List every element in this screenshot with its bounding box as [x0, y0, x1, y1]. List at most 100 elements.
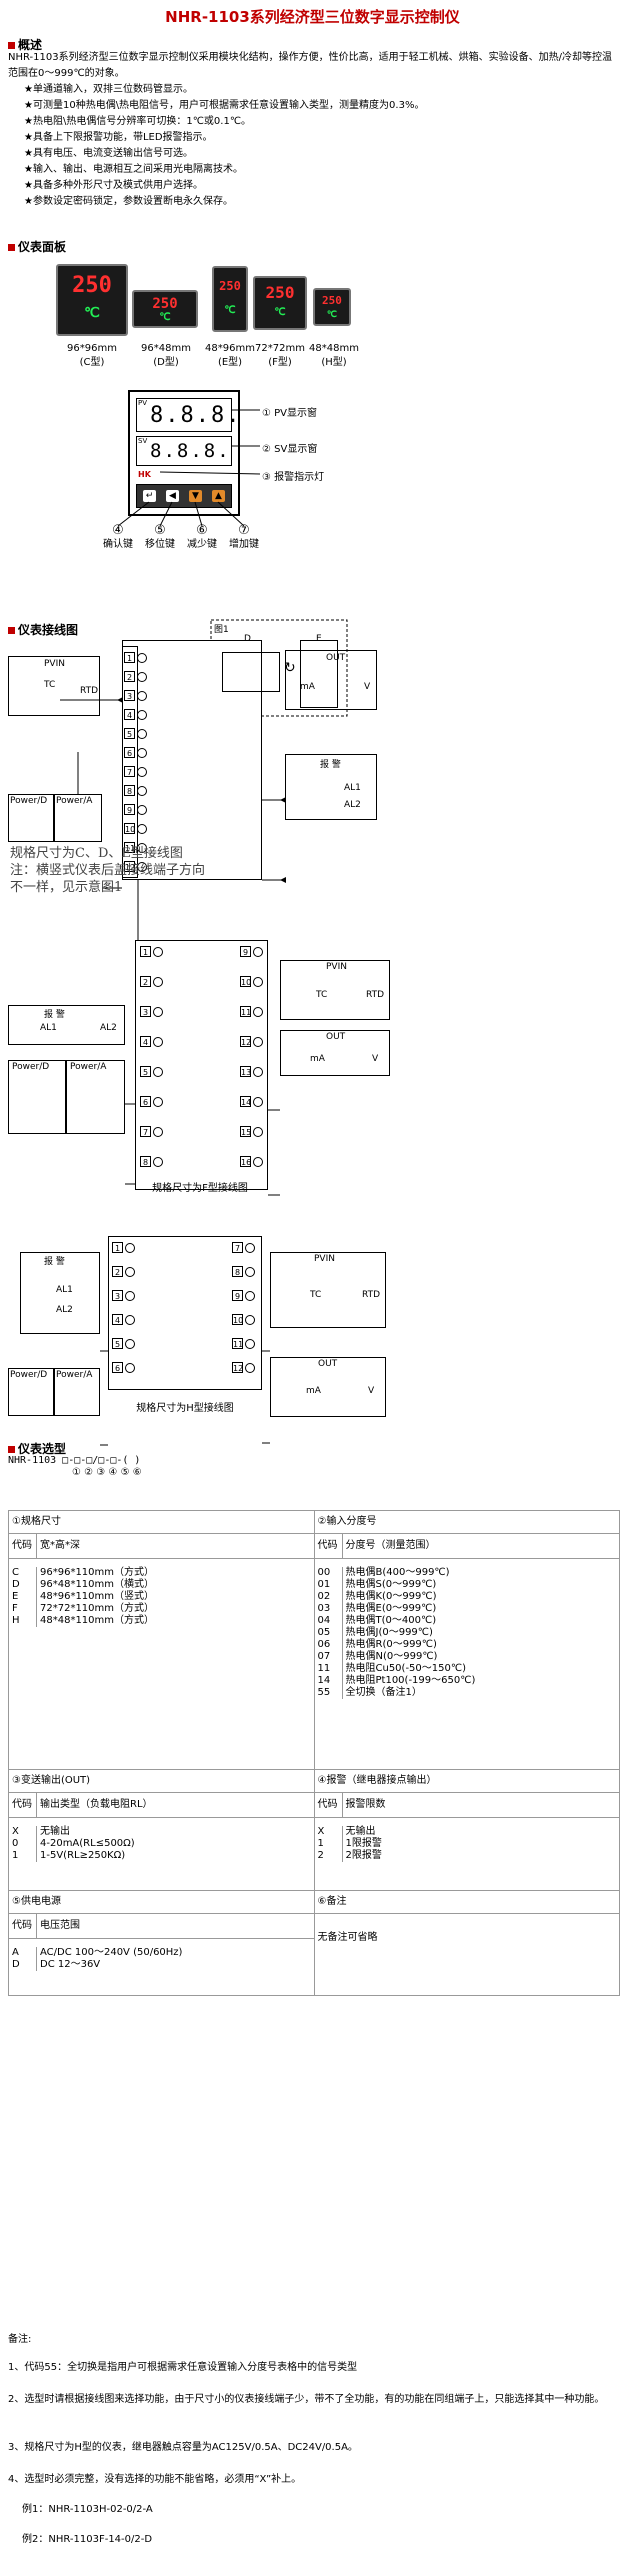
- terminal-screw-icon: [153, 1097, 163, 1107]
- list-item: 02: [317, 1591, 331, 1602]
- terminal-screw-icon: [245, 1363, 255, 1373]
- list-item: 48*96*110mm（竖式）: [40, 1591, 155, 1602]
- fig-e-label: E: [316, 634, 322, 644]
- terminal-number: 11: [124, 842, 136, 853]
- terminal-screw-icon: [153, 947, 163, 957]
- model-code: NHR-1103 □-□-□/□-□-( ): [8, 1455, 141, 1466]
- note-item: 4、选型时必须完整，没有选择的功能不能省略，必须用“X”补上。: [8, 2474, 302, 2485]
- terminal-screw-icon: [125, 1267, 135, 1277]
- terminal-number: 3: [124, 690, 135, 701]
- h-power-a-label: Power/A: [56, 1370, 93, 1380]
- terminal-number: 13: [240, 1066, 252, 1077]
- terminal-number: 11: [240, 1006, 252, 1017]
- rtd-label: RTD: [80, 686, 99, 696]
- terminal-number: 12: [124, 861, 136, 872]
- list-item: 热电偶J(0～999℃): [345, 1627, 433, 1638]
- list-item: C: [12, 1567, 19, 1578]
- decrease-key-icon[interactable]: ▼: [189, 490, 202, 502]
- h-pvin-label: PVIN: [314, 1254, 335, 1264]
- f-pvin-label: PVIN: [326, 962, 347, 972]
- terminal-screw-icon: [137, 824, 147, 834]
- cell-head: ③变送输出(OUT): [9, 1770, 314, 1793]
- sv-unit: ℃: [84, 305, 100, 322]
- terminal-screw-icon: [137, 748, 147, 758]
- f-ma-label: mA: [310, 1054, 325, 1064]
- feature-item: ★单通道输入，双排三位数码管显示。: [24, 84, 193, 95]
- h-power-d-label: Power/D: [10, 1370, 48, 1380]
- terminal-number: 4: [140, 1036, 151, 1047]
- sv-tag: SV: [138, 437, 148, 445]
- terminal-screw-icon: [153, 1007, 163, 1017]
- spec-cell-remark: ⑥备注 无备注可省略: [313, 1890, 620, 1996]
- terminal-screw-icon: [253, 1157, 263, 1167]
- list-item: DC 12～36V: [40, 1959, 101, 1970]
- rotate-arrow-icon: ↻: [284, 660, 296, 676]
- terminal-number: 5: [124, 728, 135, 739]
- list-item: 55: [317, 1687, 331, 1698]
- terminal-screw-icon: [245, 1267, 255, 1277]
- h-alarm-box: [20, 1252, 100, 1334]
- fig1-label: 图1: [214, 625, 229, 635]
- terminal-screw-icon: [125, 1291, 135, 1301]
- section-bullet-icon: [8, 627, 15, 634]
- terminal-screw-icon: [153, 1157, 163, 1167]
- h-al2-label: AL2: [56, 1305, 73, 1315]
- cell-head: ⑥备注: [314, 1891, 619, 1914]
- terminal-number: 6: [112, 1362, 123, 1373]
- alarm-led-callout: ③ 报警指示灯: [262, 472, 325, 483]
- selection-heading: 仪表选型: [8, 1440, 66, 1457]
- power-a-label: Power/A: [56, 796, 93, 806]
- alarm-label: 报 警: [320, 760, 341, 770]
- overview-intro: NHR-1103系列经济型三位数字显示控制仪采用模块化结构，操作方便，性价比高，…: [8, 52, 612, 79]
- terminal-screw-icon: [253, 1007, 263, 1017]
- fig-e-outline: [300, 640, 338, 708]
- h-out-label: OUT: [318, 1359, 338, 1369]
- confirm-key-icon[interactable]: ↵: [143, 490, 156, 502]
- terminal-number: 9: [124, 804, 135, 815]
- list-item: 1限报警: [345, 1838, 382, 1849]
- increase-key-icon[interactable]: ▲: [212, 490, 225, 502]
- list-item: 全切换（备注1）: [345, 1687, 422, 1698]
- feature-item: ★具备多种外形尺寸及模式供用户选择。: [24, 180, 203, 191]
- terminal-number: 5: [112, 1338, 123, 1349]
- shift-key-icon[interactable]: ◀: [166, 490, 179, 502]
- terminal-column: [122, 646, 138, 878]
- list-item: 01: [317, 1579, 331, 1590]
- terminal-number: 7: [232, 1242, 243, 1253]
- h-tc-label: TC: [310, 1290, 322, 1300]
- f-al1-label: AL1: [40, 1023, 57, 1033]
- al2-label: AL2: [344, 800, 361, 810]
- terminal-screw-icon: [153, 1067, 163, 1077]
- cell-head: ⑤供电电源: [9, 1891, 314, 1914]
- list-item: 06: [317, 1639, 331, 1650]
- h-power-a-box: [54, 1368, 100, 1416]
- terminal-number: 7: [124, 766, 135, 777]
- list-item: D: [12, 1959, 20, 1970]
- feature-item: ★可测量10种热电偶\热电阻信号，用户可根据需求任意设置输入类型，测量精度为0.…: [24, 100, 425, 111]
- terminal-number: 6: [124, 747, 135, 758]
- pv-digits: 250: [72, 273, 112, 299]
- terminal-number: 8: [232, 1266, 243, 1277]
- tc-label: TC: [44, 680, 56, 690]
- f-power-a-box: [66, 1060, 125, 1134]
- terminal-screw-icon: [245, 1291, 255, 1301]
- list-item: 1: [317, 1838, 324, 1849]
- sv-unit: ℃: [224, 305, 236, 317]
- terminal-screw-icon: [137, 691, 147, 701]
- out-label: OUT: [326, 653, 346, 663]
- terminal-number: 10: [240, 976, 252, 987]
- model-caption-f: 72*72mm(F型): [255, 343, 305, 368]
- terminal-screw-icon: [137, 805, 147, 815]
- terminal-number: 1: [140, 946, 151, 957]
- terminal-screw-icon: [253, 947, 263, 957]
- terminal-number: 10: [124, 823, 136, 834]
- sv-unit: ℃: [159, 311, 171, 323]
- list-item: 14: [317, 1675, 331, 1686]
- list-item: 1-5V(RL≥250KΩ): [40, 1850, 126, 1861]
